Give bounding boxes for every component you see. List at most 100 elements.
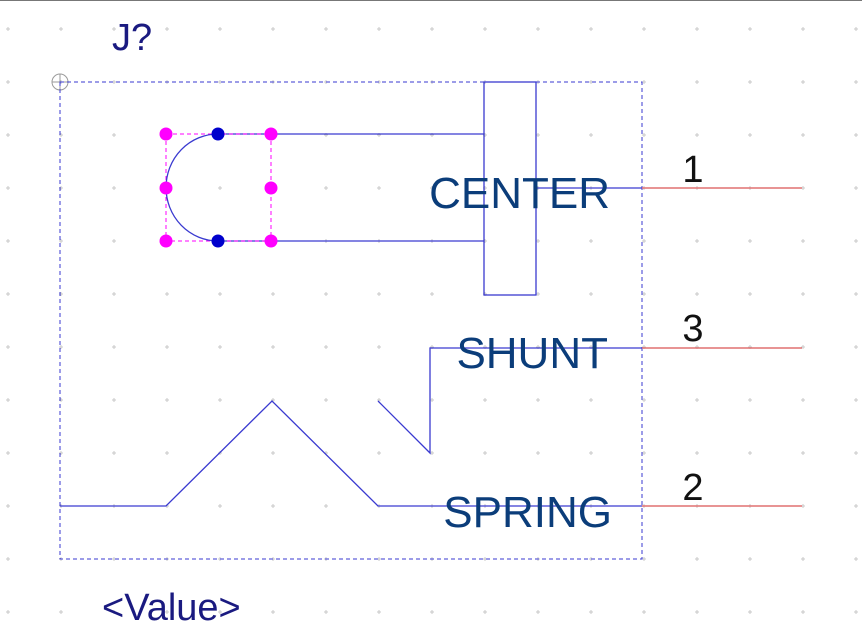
grid-point bbox=[854, 27, 858, 31]
grid-point bbox=[324, 27, 328, 31]
arc-endpoint-handle[interactable] bbox=[211, 234, 225, 248]
grid-point bbox=[536, 610, 540, 614]
grid-point bbox=[324, 610, 328, 614]
grid-point bbox=[536, 451, 540, 455]
grid-point bbox=[854, 80, 858, 84]
component-bounding-box[interactable] bbox=[59, 81, 643, 560]
grid-point bbox=[854, 610, 858, 614]
grid-point bbox=[218, 292, 222, 296]
grid-point bbox=[536, 239, 540, 243]
grid-point bbox=[748, 80, 752, 84]
pin-3-number: 3 bbox=[682, 308, 703, 350]
grid-point bbox=[801, 239, 805, 243]
grid-point bbox=[854, 557, 858, 561]
grid-point bbox=[642, 610, 646, 614]
grid-point bbox=[271, 27, 275, 31]
grid-point bbox=[6, 610, 10, 614]
grid-point bbox=[642, 239, 646, 243]
grid-point bbox=[324, 186, 328, 190]
grid-point bbox=[536, 292, 540, 296]
grid-point bbox=[483, 610, 487, 614]
selection-handle[interactable] bbox=[264, 127, 278, 141]
grid-point bbox=[271, 292, 275, 296]
grid-point bbox=[854, 398, 858, 402]
grid-point bbox=[218, 27, 222, 31]
grid-point bbox=[695, 27, 699, 31]
grid-point bbox=[695, 451, 699, 455]
grid-point bbox=[6, 345, 10, 349]
pin-1-name: CENTER bbox=[429, 169, 610, 218]
shunt-contact-shape[interactable] bbox=[377, 347, 642, 455]
grid-point bbox=[748, 557, 752, 561]
grid-point bbox=[748, 239, 752, 243]
grid-point bbox=[642, 398, 646, 402]
selection-handle[interactable] bbox=[264, 234, 278, 248]
grid-point bbox=[165, 27, 169, 31]
grid-point bbox=[430, 451, 434, 455]
reference-designator[interactable]: J? bbox=[112, 17, 152, 59]
grid-point bbox=[430, 610, 434, 614]
grid-point bbox=[377, 451, 381, 455]
grid-point bbox=[748, 398, 752, 402]
grid-point bbox=[112, 239, 116, 243]
grid-point bbox=[218, 398, 222, 402]
grid-point bbox=[748, 610, 752, 614]
grid-point bbox=[589, 133, 593, 137]
grid-point bbox=[801, 292, 805, 296]
grid-point bbox=[165, 451, 169, 455]
grid-point bbox=[801, 557, 805, 561]
grid-point bbox=[801, 345, 805, 349]
grid-point bbox=[165, 610, 169, 614]
grid-point bbox=[112, 398, 116, 402]
grid-point bbox=[165, 398, 169, 402]
grid-point bbox=[854, 239, 858, 243]
grid-point bbox=[430, 398, 434, 402]
grid-point bbox=[6, 133, 10, 137]
grid-point bbox=[589, 398, 593, 402]
grid-point bbox=[271, 504, 275, 508]
grid-point bbox=[695, 398, 699, 402]
grid-point bbox=[377, 186, 381, 190]
grid-point bbox=[377, 345, 381, 349]
grid-point bbox=[801, 80, 805, 84]
grid-point bbox=[642, 27, 646, 31]
grid-point bbox=[6, 80, 10, 84]
grid-point bbox=[377, 610, 381, 614]
grid-point bbox=[324, 398, 328, 402]
component-value[interactable]: <Value> bbox=[102, 587, 241, 629]
grid-point bbox=[218, 610, 222, 614]
selection-handle[interactable] bbox=[159, 234, 173, 248]
grid-point bbox=[324, 292, 328, 296]
canvas-top-border bbox=[0, 0, 862, 1]
grid-point bbox=[748, 27, 752, 31]
grid-point bbox=[589, 27, 593, 31]
grid-point bbox=[589, 610, 593, 614]
selected-arc-shield[interactable] bbox=[159, 127, 278, 248]
grid-point bbox=[377, 27, 381, 31]
grid-point bbox=[642, 133, 646, 137]
shield-arc[interactable] bbox=[165, 133, 219, 242]
grid-point bbox=[536, 27, 540, 31]
grid-point bbox=[536, 133, 540, 137]
selection-handle[interactable] bbox=[264, 181, 278, 195]
grid-point bbox=[324, 345, 328, 349]
selection-handle[interactable] bbox=[159, 127, 173, 141]
grid-point bbox=[483, 27, 487, 31]
pin-3-name: SHUNT bbox=[456, 329, 608, 378]
grid-point bbox=[854, 345, 858, 349]
grid-point bbox=[218, 345, 222, 349]
grid-point bbox=[801, 398, 805, 402]
pin-2-number: 2 bbox=[682, 467, 703, 509]
grid-point bbox=[483, 398, 487, 402]
arc-endpoint-handle[interactable] bbox=[211, 127, 225, 141]
grid-point bbox=[377, 292, 381, 296]
spring-contact-shape[interactable] bbox=[60, 400, 642, 507]
selection-handle[interactable] bbox=[159, 181, 173, 195]
grid-point bbox=[536, 398, 540, 402]
grid-point bbox=[695, 610, 699, 614]
grid-point bbox=[695, 239, 699, 243]
grid-point bbox=[6, 186, 10, 190]
pin-2-name: SPRING bbox=[443, 488, 612, 537]
grid-point bbox=[112, 345, 116, 349]
